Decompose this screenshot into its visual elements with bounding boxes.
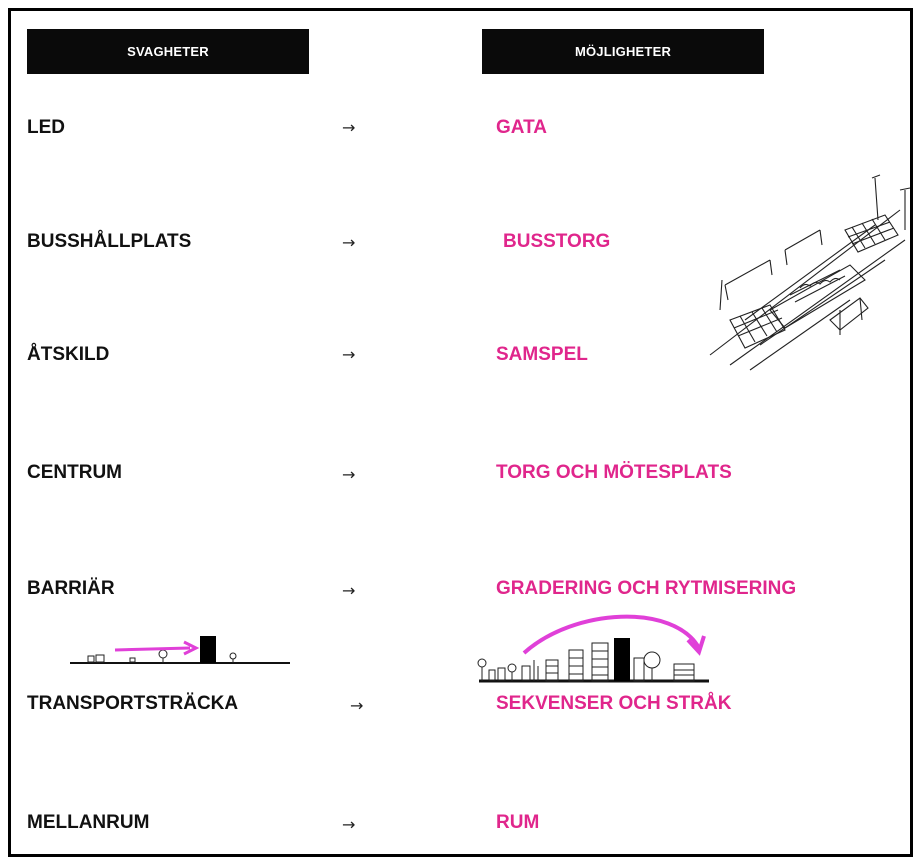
- weakness-transportstracka: TRANSPORTSTRÄCKA: [27, 693, 239, 714]
- weakness-atskild: ÅTSKILD: [27, 344, 110, 365]
- weakness-mellanrum: MELLANRUM: [27, 812, 150, 833]
- opportunity-busstorg: BUSSTORG: [503, 231, 611, 252]
- arrow-icon: →: [342, 118, 356, 137]
- arrow-icon: →: [342, 345, 356, 364]
- gradering-sketch: [477, 614, 709, 683]
- opportunity-samspel: SAMSPEL: [496, 344, 588, 365]
- page-frame: [8, 8, 913, 857]
- header-weaknesses: SVAGHETER: [27, 29, 309, 74]
- arrow-icon: →: [350, 696, 364, 715]
- opportunity-gata: GATA: [496, 117, 548, 138]
- opportunity-gradering-och-rytmisering: GRADERING OCH RYTMISERING: [496, 578, 797, 599]
- arrow-icon: →: [342, 465, 356, 484]
- arrow-icon: →: [342, 233, 356, 252]
- weakness-barriar: BARRIÄR: [27, 578, 115, 599]
- header-opportunities: MÖJLIGHETER: [482, 29, 764, 74]
- busstorg-sketch: [709, 174, 911, 371]
- weakness-busshallplats: BUSSHÅLLPLATS: [27, 231, 192, 252]
- opportunity-sekvenser-och-strak: SEKVENSER OCH STRÅK: [496, 693, 732, 714]
- weakness-centrum: CENTRUM: [27, 462, 122, 483]
- opportunity-rum: RUM: [496, 812, 540, 833]
- arrow-icon: →: [342, 815, 356, 834]
- barrier-sketch: [70, 636, 290, 664]
- weakness-led: LED: [27, 117, 65, 138]
- opportunity-torg-och-motesplats: TORG OCH MÖTESPLATS: [496, 462, 732, 483]
- arrow-icon: →: [342, 581, 356, 600]
